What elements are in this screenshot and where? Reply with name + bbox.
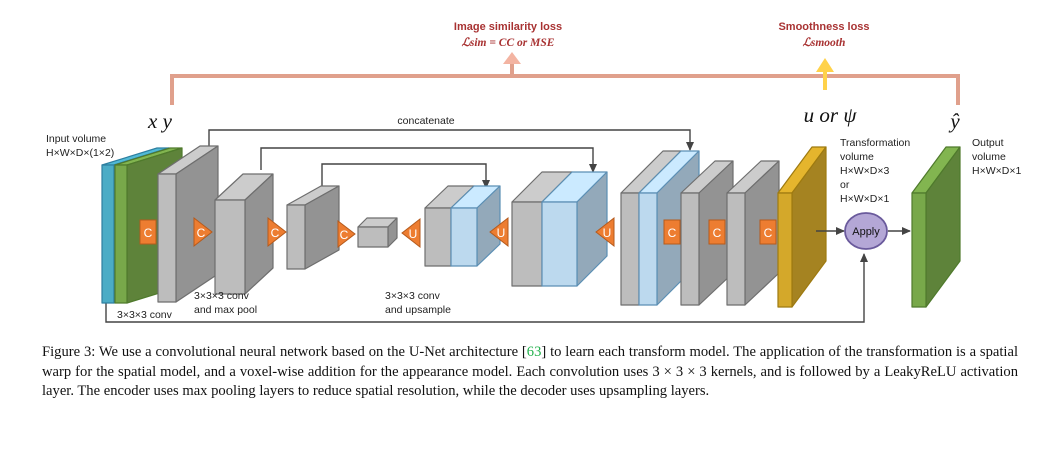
smoothness-loss-formula: ℒsmooth xyxy=(803,37,846,49)
upsample-op-3-label: U xyxy=(603,226,612,240)
decoder-block-2-blue xyxy=(541,171,608,287)
conv-op-2-label: C xyxy=(668,226,677,240)
input-green-block-front xyxy=(114,164,128,304)
decoder-block-3-gray-front xyxy=(620,192,640,306)
conv-op-1 xyxy=(139,219,157,245)
transformation-label-2: volume xyxy=(840,151,874,163)
decoder-block-2-blue-front xyxy=(541,201,578,287)
caption-reference[interactable]: 63 xyxy=(526,344,542,360)
transformation-label-1: Transformation xyxy=(840,137,910,149)
output-volume-label-2: volume xyxy=(972,151,1006,163)
conv-op-3-label: C xyxy=(713,226,722,240)
decoder-block-1-gray-front xyxy=(424,207,452,267)
transformation-label-3: H×W×D×3 xyxy=(840,165,889,177)
bottleneck-block-front xyxy=(357,226,389,248)
upsample-op-1 xyxy=(401,217,421,249)
similarity-loss-title: Image similarity loss xyxy=(454,21,562,33)
input-volume-label: Input volume xyxy=(46,133,106,145)
upsample-op-3 xyxy=(595,216,615,248)
conv-op-4 xyxy=(759,219,777,245)
encoder-block-3-front xyxy=(286,204,306,270)
conv-op-2 xyxy=(663,219,681,245)
input-teal-block-front xyxy=(101,164,115,304)
output-block-front xyxy=(911,192,927,308)
upsample-op-1-label: U xyxy=(409,227,418,241)
loss-bracket xyxy=(170,52,960,105)
output-label: ŷ xyxy=(948,109,960,133)
output-volume-label-3: H×W×D×1 xyxy=(972,165,1021,177)
apply-node: Apply xyxy=(816,212,911,250)
maxpool-op-3 xyxy=(337,219,356,249)
upsample-op-2 xyxy=(489,216,509,248)
network-blocks xyxy=(101,145,961,308)
input-volume-size: H×W×D×(1×2) xyxy=(46,147,114,159)
apply-label: Apply xyxy=(852,226,880,238)
smoothness-loss-title: Smoothness loss xyxy=(778,21,869,33)
concatenate-label: concatenate xyxy=(397,115,454,127)
unet-diagram: Image similarity loss ℒsim = CC or MSE S… xyxy=(46,21,1021,323)
pool-label-2: and max pool xyxy=(194,304,257,316)
encoder-block-1-front xyxy=(157,173,177,303)
conv-op-1-label: C xyxy=(144,226,153,240)
caption-text-start: Figure 3: We use a convolutional neural … xyxy=(42,344,527,360)
skip-connections xyxy=(208,129,694,189)
figure-caption: Figure 3: We use a convolutional neural … xyxy=(42,343,1018,402)
decoder-block-1-blue-front xyxy=(450,207,478,267)
input-pair-label: x y xyxy=(147,109,173,133)
upsample-label-1: 3×3×3 conv xyxy=(385,290,441,302)
transform-label: u or ψ xyxy=(804,103,858,127)
upsample-label-2: and upsample xyxy=(385,304,451,316)
transformation-label-4: or xyxy=(840,179,850,191)
caption-text-end: ] to learn each transform model. The app… xyxy=(42,344,1019,399)
output-block xyxy=(911,146,961,308)
decoder-block-4-front xyxy=(680,192,700,306)
output-volume-label-1: Output xyxy=(972,137,1004,149)
encoder-block-1 xyxy=(157,145,219,303)
upsample-op-2-label: U xyxy=(497,226,506,240)
bottleneck-block xyxy=(357,217,398,248)
conv-op-3 xyxy=(708,219,726,245)
encoder-block-2-front xyxy=(214,199,246,295)
encoder-block-3 xyxy=(286,185,340,270)
maxpool-op-1-label: C xyxy=(197,226,206,240)
decoder-block-3-blue-front xyxy=(638,192,658,306)
transform-field-block-front xyxy=(777,192,793,308)
maxpool-op-2 xyxy=(267,216,287,248)
decoder-block-5-front xyxy=(726,192,746,306)
transformation-label-5: H×W×D×1 xyxy=(840,193,889,205)
maxpool-op-3-label: C xyxy=(340,228,349,242)
transform-field-block xyxy=(777,146,827,308)
maxpool-op-2-label: C xyxy=(271,226,280,240)
decoder-block-2-gray-front xyxy=(511,201,543,287)
encoder-block-2 xyxy=(214,173,274,295)
bottom-path xyxy=(105,253,868,323)
similarity-loss-formula: ℒsim = CC or MSE xyxy=(462,37,555,49)
decoder-block-1-blue xyxy=(450,185,501,267)
maxpool-op-1 xyxy=(193,216,213,248)
conv-op-4-label: C xyxy=(764,226,773,240)
pool-label-1: 3×3×3 conv xyxy=(194,290,250,302)
conv-label: 3×3×3 conv xyxy=(117,309,173,321)
